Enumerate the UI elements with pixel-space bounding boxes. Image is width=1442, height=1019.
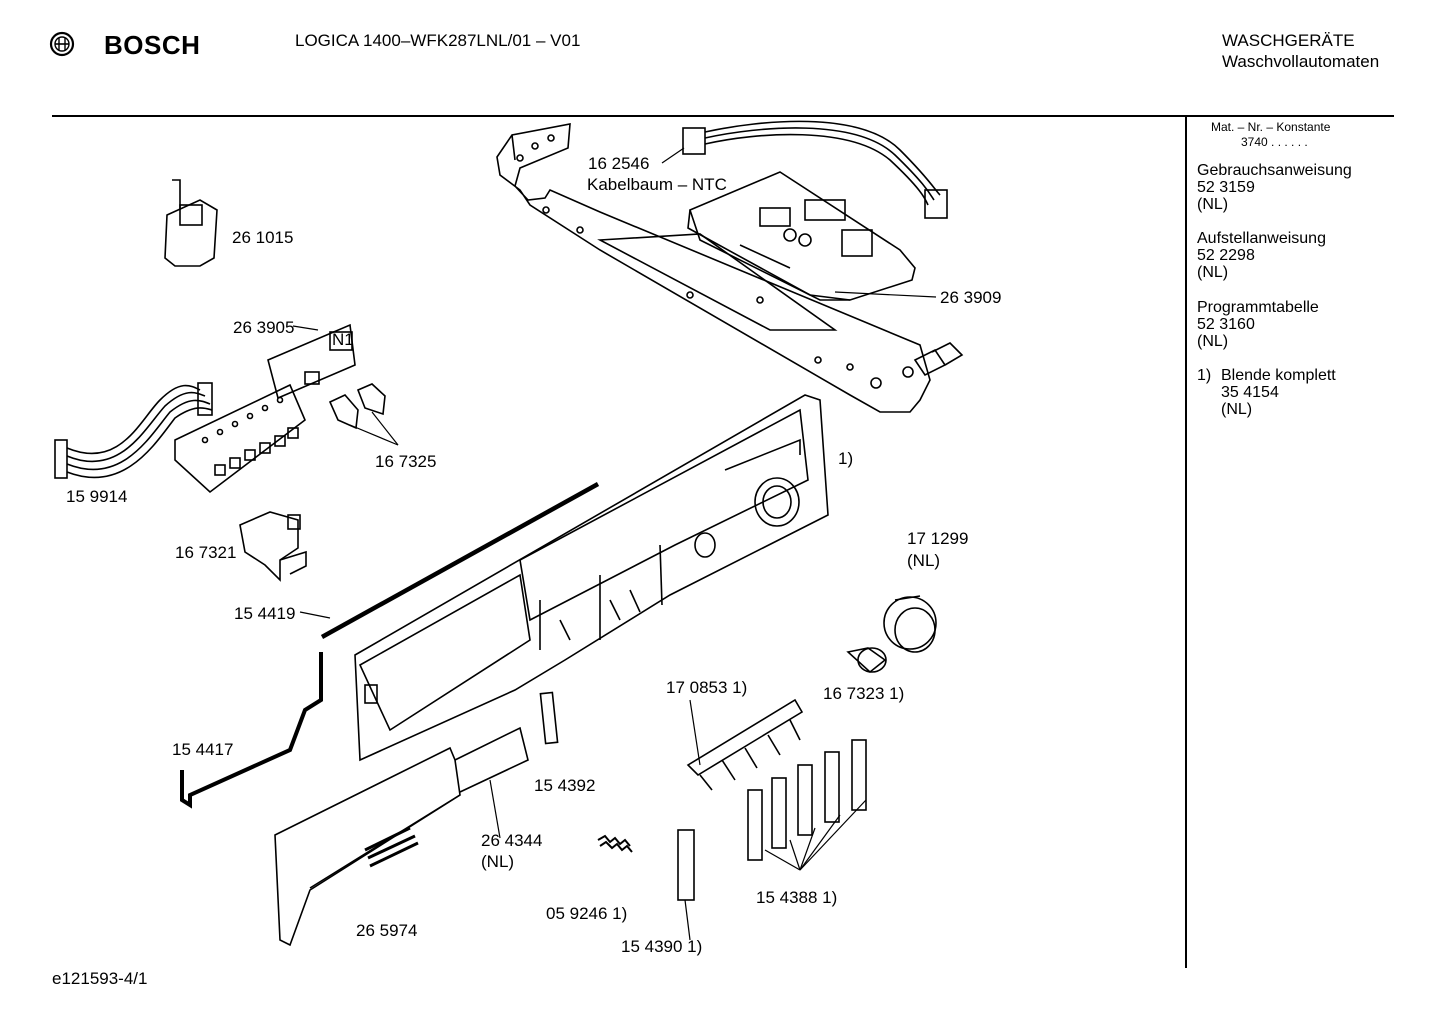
note-entry: Blende komplett 35 4154 (NL) [1221,367,1336,418]
part-lang: (NL) [907,551,941,570]
doc-lang: (NL) [1197,196,1229,213]
subcategory-title: Waschvollautomaten [1222,52,1380,71]
seal-strip [320,482,600,639]
part-label: 15 4417 [172,740,234,759]
drawing-id: e121593-4/1 [52,969,148,988]
part-label: 16 7323 1) [823,684,905,703]
part-label: 15 4390 1) [621,937,703,956]
program-switch [239,511,307,582]
model-title: LOGICA 1400–WFK287LNL/01 – V01 [295,31,581,50]
doc-lang: (NL) [1197,333,1229,350]
note-title: Blende komplett [1221,367,1336,384]
part-label: 16 7321 [175,543,237,562]
part-label: 16 7325 [375,452,437,471]
brand-name: BOSCH [104,30,201,60]
note-marker: 1) [1197,367,1212,384]
doc-title: Gebrauchsanweisung [1197,162,1352,179]
part-label: 16 2546 [588,154,650,173]
doc-number: 52 2298 [1197,247,1255,264]
light-guides [328,383,399,446]
part-label: 26 3905 [233,318,295,337]
doc-entry: Programmtabelle 52 3160 (NL) [1197,299,1319,350]
knob-adapter [846,647,887,674]
bent-rod [180,652,323,809]
control-board [687,171,916,301]
material-number-label: Mat. – Nr. – Konstante [1211,120,1331,134]
part-description: Kabelbaum – NTC [587,175,727,194]
part-label: 26 1015 [232,228,294,247]
bosch-logo-icon [49,31,75,57]
doc-number: 52 3160 [1197,316,1255,333]
note-lang: (NL) [1221,401,1253,418]
part-label: 17 0853 1) [666,678,748,697]
leader-lines [292,147,937,941]
part-label: 15 4392 [534,776,596,795]
part-label: 15 9914 [66,487,128,506]
doc-entry: Aufstellanweisung 52 2298 (NL) [1197,230,1326,281]
ribbon-cable [54,382,213,479]
footnote-marker: 1) [838,449,854,468]
program-knob [883,595,937,653]
doc-lang: (NL) [1197,264,1229,281]
note-number: 35 4154 [1221,384,1279,401]
interference-filter [164,179,218,267]
lever-strip [686,698,804,791]
doc-number: 52 3159 [1197,179,1255,196]
led-board [174,323,356,494]
mounting-bracket [496,123,964,413]
part-label: 26 5974 [356,921,418,940]
doc-entry: Gebrauchsanweisung 52 3159 (NL) [1197,162,1352,213]
part-label: 26 4344 [481,831,543,850]
material-number-value: 3740 . . . . . . [1241,135,1308,149]
single-plunger [677,829,695,901]
drawer-handle [274,726,529,947]
part-lang: (NL) [481,852,515,871]
spring [597,834,633,853]
button-plungers [747,739,867,871]
doc-title: Aufstellanweisung [1197,230,1326,247]
category-title: WASCHGERÄTE [1222,31,1355,50]
part-label: 26 3909 [940,288,1002,307]
board-marking: N1 [332,330,354,349]
part-label: 15 4388 1) [756,888,838,907]
part-label: 15 4419 [234,604,296,623]
cable-harness-ntc [682,120,948,219]
control-panel-fascia [354,394,829,762]
small-cover [539,691,559,745]
part-label: 17 1299 [907,529,969,548]
part-label: 05 9246 1) [546,904,628,923]
doc-title: Programmtabelle [1197,299,1319,316]
